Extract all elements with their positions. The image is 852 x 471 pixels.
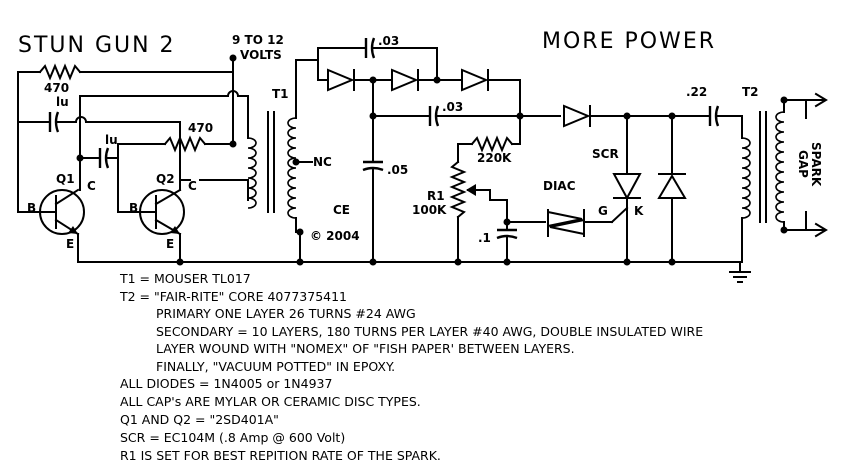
junction-clamp-top xyxy=(668,112,676,120)
q2-collector-wire xyxy=(179,179,249,201)
ground-symbol xyxy=(729,261,751,283)
capacitor-05-label: .05 xyxy=(387,163,408,177)
diode-clamp xyxy=(657,115,687,263)
capacitor-03-top-label: .03 xyxy=(378,34,399,48)
capacitor-1 xyxy=(489,199,546,263)
diode-d4 xyxy=(563,104,711,128)
q2-emitter-label: E xyxy=(166,237,174,251)
note-line: FINALLY, "VACUUM POTTED" IN EPOXY. xyxy=(156,359,395,374)
capacitor-22 xyxy=(708,105,743,139)
transistor-q1 xyxy=(39,188,85,263)
parts-notes: T1 = MOUSER TL017 T2 = "FAIR-RITE" CORE … xyxy=(119,271,703,463)
transistor-q2 xyxy=(139,188,185,263)
supply-voltage-label: 9 TO 12 xyxy=(232,33,284,47)
note-line: Q1 AND Q2 = "2SD401A" xyxy=(120,412,279,427)
capacitor-1u-a-label: lu xyxy=(56,95,69,109)
capacitor-1u-b xyxy=(82,143,143,213)
q1-base-label: B xyxy=(27,201,36,215)
note-line: T2 = "FAIR-RITE" CORE 4077375411 xyxy=(119,289,347,304)
q2-collector-label: C xyxy=(188,179,197,193)
note-line: SECONDARY = 10 LAYERS, 180 TURNS PER LAY… xyxy=(156,324,703,339)
capacitor-03-top xyxy=(317,37,438,81)
spark-gap-terminals xyxy=(780,92,828,238)
ce-mark: CE xyxy=(333,203,350,217)
junction-q1-collector xyxy=(76,154,84,162)
q1-label: Q1 xyxy=(56,172,75,186)
capacitor-03-mid xyxy=(372,105,561,127)
copyright-label: © 2004 xyxy=(310,229,360,243)
note-line: PRIMARY ONE LAYER 26 TURNS #24 AWG xyxy=(156,306,416,321)
potentiometer-r1 xyxy=(449,160,491,263)
diac-label: DIAC xyxy=(543,179,576,193)
scr-cathode-label: K xyxy=(634,204,644,218)
spark-label: SPARK xyxy=(809,142,823,187)
transformer-t1 xyxy=(247,59,313,263)
scr-gate-label: G xyxy=(598,204,608,218)
q1-collector-label: C xyxy=(87,179,96,193)
capacitor-1-label: .1 xyxy=(478,231,491,245)
t2-label: T2 xyxy=(742,85,759,99)
r1-name-label: R1 xyxy=(427,189,445,203)
capacitor-1u-a xyxy=(17,111,181,181)
ground-rail xyxy=(77,258,741,266)
note-line: LAYER WOUND WITH "NOMEX" OF "FISH PAPER'… xyxy=(156,341,575,356)
gap-label: GAP xyxy=(796,150,810,178)
scr xyxy=(610,115,642,263)
q2-base-label: B xyxy=(129,201,138,215)
transformer-t2 xyxy=(741,99,785,263)
supply-terminal xyxy=(229,54,237,91)
resistor-220k-label: 220K xyxy=(477,151,512,165)
note-line: ALL CAP's ARE MYLAR OR CERAMIC DISC TYPE… xyxy=(120,394,421,409)
resistor-470-top xyxy=(17,63,234,213)
resistor-220k xyxy=(457,115,521,163)
q1-collector-wire xyxy=(79,90,249,191)
resistor-470-top-label: 470 xyxy=(44,81,69,95)
resistor-470-mid xyxy=(117,89,237,153)
nc-label: NC xyxy=(313,155,332,169)
note-line: T1 = MOUSER TL017 xyxy=(119,271,251,286)
capacitor-22-label: .22 xyxy=(686,85,707,99)
supply-voltage-unit: VOLTS xyxy=(240,48,282,62)
note-line: SCR = EC104M (.8 Amp @ 600 Volt) xyxy=(120,430,345,445)
subtitle: MORE POWER xyxy=(542,29,716,54)
junction-05-top xyxy=(369,112,377,120)
note-line: R1 IS SET FOR BEST REPITION RATE OF THE … xyxy=(120,448,441,463)
capacitor-05 xyxy=(362,79,384,263)
q2-label: Q2 xyxy=(156,172,175,186)
title: STUN GUN 2 xyxy=(18,33,176,58)
q1-emitter-label: E xyxy=(66,237,74,251)
diode-chain xyxy=(295,47,521,117)
scr-label: SCR xyxy=(592,147,619,161)
resistor-470-mid-label: 470 xyxy=(188,121,213,135)
t1-label: T1 xyxy=(272,87,289,101)
r1-value-label: 100K xyxy=(412,203,447,217)
capacitor-1u-b-label: lu xyxy=(105,133,118,147)
capacitor-03-mid-label: .03 xyxy=(442,100,463,114)
note-line: ALL DIODES = 1N4005 or 1N4937 xyxy=(120,376,332,391)
diac xyxy=(547,209,613,237)
